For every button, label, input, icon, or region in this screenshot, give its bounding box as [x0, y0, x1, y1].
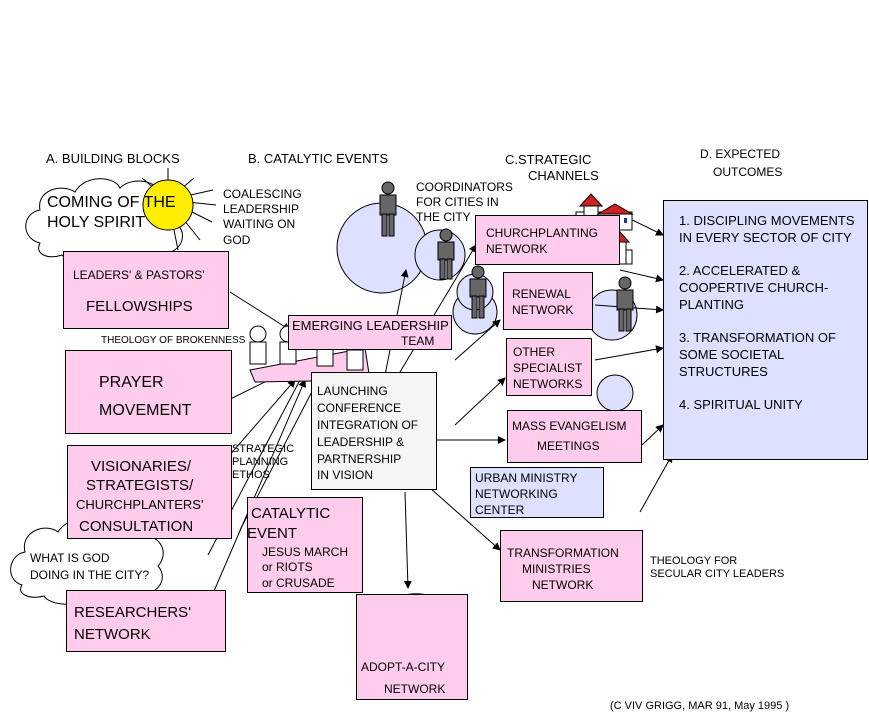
mass-line-1: MASS EVANGELISM: [512, 419, 627, 433]
header-strategic-channels-1: C.STRATEGIC: [505, 152, 592, 167]
outcome-3-line-2: SOME SOCIETAL: [679, 347, 785, 362]
coordinators-3: THE CITY: [416, 210, 471, 224]
researchers-network-box: RESEARCHERS' NETWORK: [66, 590, 226, 652]
urban-line-3: CENTER: [475, 503, 525, 517]
specialist-line-3: NETWORKS: [513, 377, 583, 391]
visionaries-consultation-box: VISIONARIES/ STRATEGISTS/ CHURCHPLANTERS…: [67, 445, 232, 539]
theology-secular-2: SECULAR CITY LEADERS: [650, 568, 785, 580]
transformation-line-3: NETWORK: [532, 578, 594, 592]
visionaries-line-4: CONSULTATION: [79, 518, 194, 535]
mass-line-2: MEETINGS: [537, 439, 600, 453]
churchplanting-line-2: NETWORK: [486, 242, 548, 256]
churchplanting-line-1: CHURCHPLANTING: [486, 226, 599, 240]
transformation-line-2: MINISTRIES: [522, 562, 591, 576]
launching-line-1: LAUNCHING: [317, 384, 388, 398]
header-expected-outcomes-2: OUTCOMES: [713, 165, 783, 179]
outcome-1-line-2: IN EVERY SECTOR OF CITY: [679, 230, 852, 245]
renewal-line-1: RENEWAL: [512, 287, 571, 301]
researchers-line-2: NETWORK: [74, 626, 151, 643]
outcome-2-line-2: COOPERTIVE CHURCH-: [679, 280, 829, 295]
launching-line-3: INTEGRATION OF: [317, 418, 419, 432]
catalytic-event-line-1: CATALYTIC: [251, 505, 331, 522]
header-strategic-channels-2: CHANNELS: [528, 168, 599, 183]
outcome-2-line-1: 2. ACCELERATED &: [679, 263, 801, 278]
person-icon: [469, 265, 487, 319]
strategic-planning-3: ETHOS: [232, 469, 270, 481]
renewal-line-2: NETWORK: [512, 303, 574, 317]
prayer-movement-box: PRAYER MOVEMENT: [65, 350, 232, 434]
cloud-bottom-text-1: WHAT IS GOD: [30, 551, 110, 565]
outcome-3-line-3: STRUCTURES: [679, 364, 768, 379]
emerging-line-2: TEAM: [401, 334, 435, 348]
urban-ministry-center-box: URBAN MINISTRY NETWORKING CENTER: [470, 467, 604, 518]
catalytic-event-box: CATALYTIC EVENT JESUS MARCH or RIOTS or …: [247, 497, 363, 593]
header-catalytic-events: B. CATALYTIC EVENTS: [248, 151, 389, 166]
catalytic-event-line-4: or RIOTS: [262, 560, 313, 574]
coordinators-1: COORDINATORS: [416, 180, 513, 194]
outcome-3-line-1: 3. TRANSFORMATION OF: [679, 330, 836, 345]
expected-outcomes-box: 1. DISCIPLING MOVEMENTS IN EVERY SECTOR …: [663, 200, 868, 460]
catalytic-event-line-2: EVENT: [247, 525, 298, 542]
churchplanting-network-box: CHURCHPLANTING NETWORK: [475, 215, 620, 265]
person-icon: [616, 276, 634, 332]
prayer-line-1: PRAYER: [99, 374, 164, 391]
catalytic-event-line-5: or CRUSADE: [262, 576, 335, 590]
sun-note-1: COALESCING: [223, 187, 302, 201]
person-icon: [379, 181, 397, 237]
specialist-line-1: OTHER: [513, 345, 555, 359]
cloud-bottom: [10, 519, 164, 605]
urban-line-1: URBAN MINISTRY: [475, 471, 578, 485]
sun-note-2: LEADERSHIP: [223, 202, 300, 216]
sun-icon: [141, 168, 217, 251]
copyright: (C VIV GRIGG, MAR 91, May 1995 ): [610, 700, 790, 712]
leaders-pastors-fellowships-box: LEADERS' & PASTORS' FELLOWSHIPS: [63, 251, 229, 329]
emerging-line-1: EMERGING LEADERSHIP: [292, 318, 449, 333]
sun-note-4: GOD: [223, 233, 251, 247]
strategic-planning-1: STRATEGIC: [232, 443, 295, 455]
outcome-1-line-1: 1. DISCIPLING MOVEMENTS: [679, 213, 855, 228]
launching-line-4: LEADERSHIP &: [317, 435, 405, 449]
transformation-line-1: TRANSFORMATION: [507, 546, 619, 560]
researchers-line-1: RESEARCHERS': [74, 604, 192, 621]
theology-secular-1: THEOLOGY FOR: [650, 555, 738, 567]
cloud-bottom-text-2: DOING IN THE CITY?: [30, 568, 150, 582]
strategic-planning-2: PLANNING: [232, 456, 289, 468]
launching-line-2: CONFERENCE: [317, 401, 402, 415]
person-icon: [437, 228, 455, 280]
adopt-a-city-box: ADOPT-A-CITY NETWORK: [356, 594, 468, 700]
catalytic-event-line-3: JESUS MARCH: [262, 545, 349, 559]
mass-evangelism-box: MASS EVANGELISM MEETINGS: [507, 410, 642, 463]
adopt-line-2: NETWORK: [384, 682, 446, 696]
launching-line-6: IN VISION: [317, 468, 374, 482]
prayer-line-2: MOVEMENT: [99, 402, 192, 419]
launching-conference-box: LAUNCHING CONFERENCE INTEGRATION OF LEAD…: [311, 372, 437, 490]
header-expected-outcomes-1: D. EXPECTED: [700, 147, 781, 161]
specialist-line-2: SPECIALIST: [513, 361, 583, 375]
launching-line-5: PARTNERSHIP: [317, 452, 402, 466]
coordinators-2: FOR CITIES IN: [416, 195, 499, 209]
visionaries-line-2: STRATEGISTS/: [86, 477, 194, 494]
leaders-line-1: LEADERS' & PASTORS': [73, 268, 205, 282]
renewal-network-box: RENEWAL NETWORK: [503, 272, 593, 330]
cloud-top-text-2: HOLY SPIRIT: [47, 214, 146, 231]
header-building-blocks: A. BUILDING BLOCKS: [46, 151, 180, 166]
leaders-line-2: FELLOWSHIPS: [86, 298, 193, 315]
adopt-line-1: ADOPT-A-CITY: [361, 660, 446, 674]
outcome-4-line-1: 4. SPIRITUAL UNITY: [679, 397, 803, 412]
sun-note-3: WAITING ON: [223, 217, 296, 231]
cloud-top-text-1: COMING OF THE: [47, 194, 176, 211]
emerging-leadership-box: EMERGING LEADERSHIP TEAM: [288, 315, 452, 350]
visionaries-line-3: CHURCHPLANTERS': [76, 497, 204, 512]
outcome-2-line-3: PLANTING: [679, 297, 745, 312]
theology-brokenness: THEOLOGY OF BROKENNESS: [101, 335, 246, 346]
visionaries-line-1: VISIONARIES/: [91, 458, 192, 475]
specialist-networks-box: OTHER SPECIALIST NETWORKS: [506, 338, 592, 396]
urban-line-2: NETWORKING: [475, 487, 558, 501]
transformation-ministries-box: TRANSFORMATION MINISTRIES NETWORK: [500, 530, 643, 602]
